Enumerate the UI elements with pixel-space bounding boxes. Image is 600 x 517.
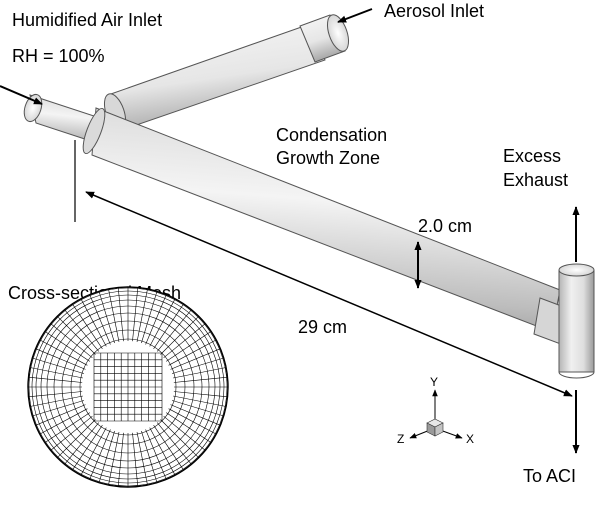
diameter-label: 2.0 cm bbox=[418, 216, 472, 236]
to-aci-label: To ACI bbox=[523, 466, 576, 486]
aerosol-inlet-tube bbox=[103, 14, 350, 131]
excess-label-line1: Excess bbox=[503, 146, 561, 166]
length-dimension-arrow bbox=[85, 191, 573, 397]
outlet-tee bbox=[558, 263, 595, 379]
axis-cube bbox=[426, 418, 444, 437]
condensation-label-line2: Growth Zone bbox=[276, 148, 380, 168]
rh-label: RH = 100% bbox=[12, 46, 105, 66]
aerosol-inlet-label: Aerosol Inlet bbox=[384, 1, 484, 21]
axis-triad: Y X Z bbox=[397, 375, 474, 446]
excess-label-line2: Exhaust bbox=[503, 170, 568, 190]
axis-x-label: X bbox=[466, 432, 474, 446]
length-label: 29 cm bbox=[298, 317, 347, 337]
cross-sectional-mesh bbox=[27, 286, 229, 488]
humidified-inlet-arrow bbox=[0, 85, 43, 105]
axis-z-label: Z bbox=[397, 432, 404, 446]
axis-y-label: Y bbox=[430, 375, 438, 389]
aerosol-inlet-arrow bbox=[337, 8, 373, 23]
condensation-label-line1: Condensation bbox=[276, 125, 387, 145]
humidified-air-inlet-label: Humidified Air Inlet bbox=[12, 10, 162, 30]
